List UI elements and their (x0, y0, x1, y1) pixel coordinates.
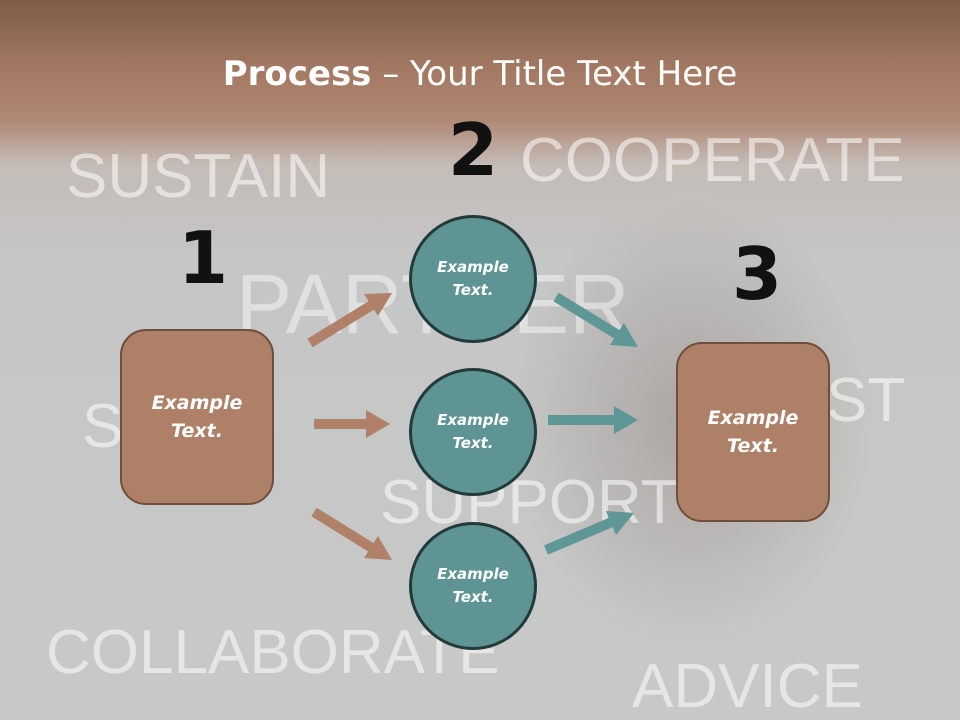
bg-word-st: ST (826, 366, 906, 435)
right-box-text: Example Text. (707, 406, 799, 458)
circle-middle: Example Text. (409, 368, 537, 496)
title-bold: Process (222, 54, 372, 94)
arrow-left-to-mid (314, 410, 390, 438)
circle-top: Example Text. (409, 215, 537, 343)
bg-word-cooperate: COOPERATE (520, 126, 905, 195)
step-number-2: 2 (448, 108, 499, 192)
step-number-3: 3 (732, 232, 783, 316)
bg-word-sustain: SUSTAIN (66, 142, 331, 211)
step-number-1: 1 (178, 216, 229, 300)
circle-bottom-text: Example Text. (437, 564, 509, 606)
title-rest: – Your Title Text Here (371, 54, 738, 94)
left-process-box: Example Text. (120, 329, 274, 505)
circle-middle-text: Example Text. (437, 410, 509, 452)
bg-word-advice: ADVICE (632, 652, 863, 720)
arrow-top-to-right (553, 292, 638, 347)
left-box-text: Example Text. (151, 391, 243, 443)
circle-bottom: Example Text. (409, 522, 537, 650)
right-process-box: Example Text. (676, 342, 830, 522)
bg-word-support: SUPPORT (380, 468, 679, 537)
arrow-bottom-to-right (544, 511, 634, 555)
arrow-left-to-top (307, 293, 392, 348)
circle-top-text: Example Text. (437, 257, 509, 299)
arrow-mid-to-right (548, 406, 638, 434)
arrow-left-to-bottom (311, 507, 392, 560)
bg-word-collaborate: COLLABORATE (46, 618, 500, 687)
slide-title: Process – Your Title Text Here (0, 54, 960, 94)
